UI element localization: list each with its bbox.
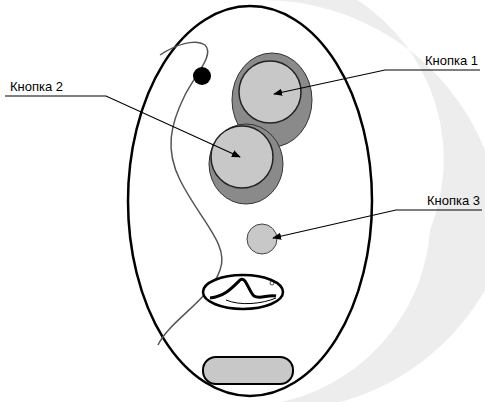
fob-housing bbox=[128, 6, 372, 396]
callout-label: Кнопка 2 bbox=[10, 79, 63, 94]
key-ring-slot bbox=[203, 357, 293, 384]
leader-line bbox=[274, 70, 480, 94]
logo-mark bbox=[210, 279, 276, 298]
button-3 bbox=[247, 224, 277, 254]
registered-mark bbox=[270, 281, 274, 285]
led-indicator bbox=[193, 67, 211, 85]
logo-mark bbox=[226, 298, 276, 304]
button-2 bbox=[211, 126, 273, 188]
button-recess bbox=[209, 124, 283, 204]
callout-label: Кнопка 3 bbox=[427, 193, 480, 208]
button-1 bbox=[239, 61, 301, 123]
leader-line bbox=[5, 96, 240, 157]
leader-line bbox=[273, 210, 482, 238]
callout-label: Кнопка 1 bbox=[425, 53, 478, 68]
logo-oval bbox=[203, 275, 283, 309]
